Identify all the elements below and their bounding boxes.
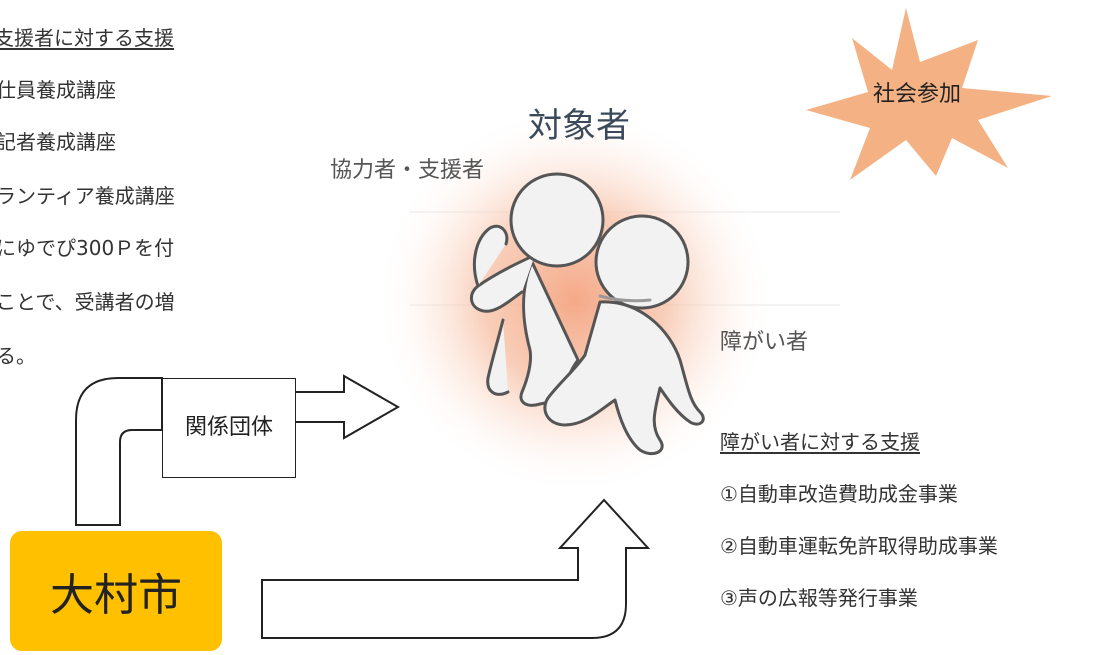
disabled-support-item-1: ①自動車改造費助成金事業 (720, 482, 958, 506)
supporter-support-heading: 支援者に対する支援 (0, 26, 174, 50)
supporter-support-item-1: 仕員養成講座 (0, 78, 116, 102)
arrow-org-to-target (296, 374, 401, 440)
related-organizations-box: 関係団体 (162, 378, 296, 478)
disabled-person-label: 障がい者 (720, 330, 809, 355)
omura-city-label: 大村市 (50, 570, 182, 621)
disabled-support-item-3: ③声の広報等発行事業 (720, 586, 918, 610)
social-participation-burst (806, 8, 1052, 180)
related-organizations-label: 関係団体 (184, 415, 273, 440)
supporter-figure (470, 172, 605, 407)
disabled-person-figure (543, 214, 705, 456)
supporter-support-item-2: 記者養成講座 (0, 130, 116, 154)
omura-city-box: 大村市 (10, 531, 222, 651)
supporter-label: 協力者・支援者 (330, 158, 485, 183)
arrow-city-to-target (261, 498, 651, 639)
supporter-support-item-3: ランティア養成講座 (0, 184, 175, 208)
disabled-support-item-2: ②自動車運転免許取得助成事業 (720, 534, 998, 558)
supporter-support-item-4: にゆでぴ300Ｐを付 (0, 236, 175, 260)
target-title: 対象者 (528, 106, 630, 146)
social-participation-label: 社会参加 (872, 82, 961, 107)
disabled-support-heading: 障がい者に対する支援 (720, 430, 920, 454)
arrow-city-to-org (75, 377, 163, 526)
supporter-support-item-6: る。 (0, 344, 36, 368)
supporter-support-item-5: ことで、受講者の増 (0, 290, 175, 314)
